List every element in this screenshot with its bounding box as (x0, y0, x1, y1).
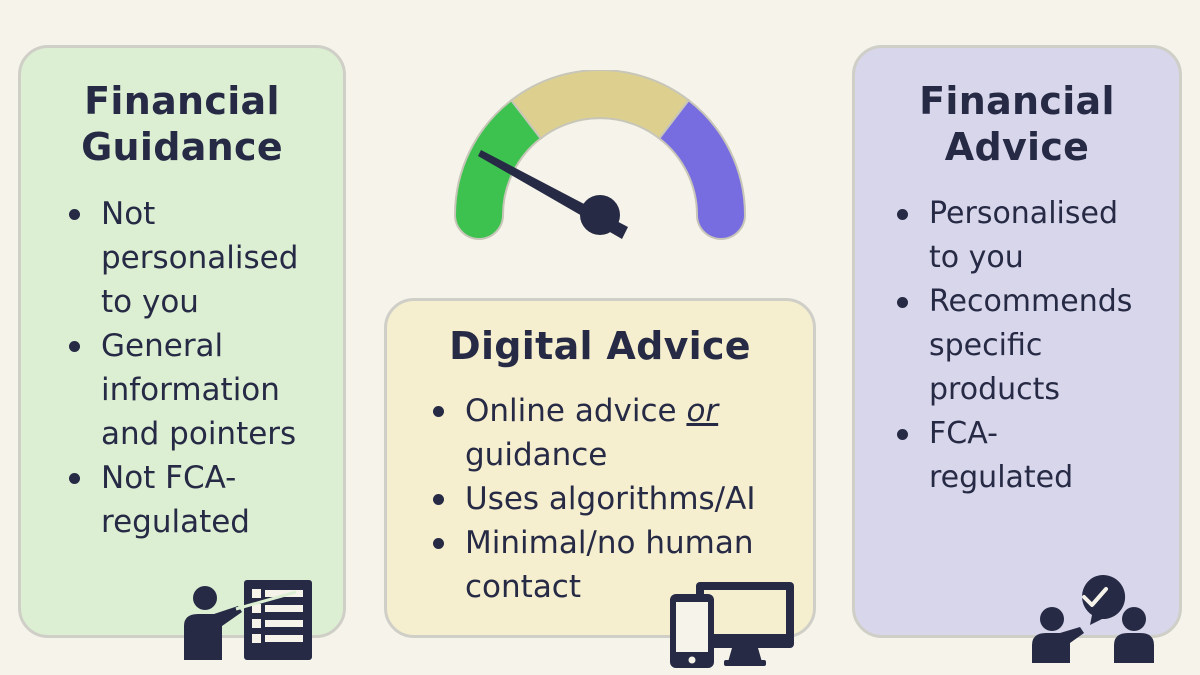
financial-advice-card: Financial Advice Personalised to you Rec… (852, 45, 1182, 638)
advice-title-line1: Financial (919, 79, 1115, 123)
bullet-text: regulated (929, 460, 1074, 495)
guidance-title-line1: Financial (84, 79, 280, 123)
bullet-text: Personalised (929, 196, 1118, 231)
advice-bullet: Personalised to you (885, 192, 1179, 280)
advice-title: Financial Advice (855, 78, 1179, 170)
consultation-people-icon (1032, 575, 1154, 663)
emphasis-or: or (686, 393, 719, 429)
bullet-text: information (101, 372, 280, 408)
advice-bullet: Recommends specific products (885, 280, 1179, 412)
digital-title: Digital Advice (449, 324, 751, 368)
digital-bullet: Uses algorithms/AI (421, 477, 813, 521)
bullet-text: to you (929, 240, 1024, 275)
bullet-text: Recommends (929, 284, 1133, 319)
advice-bullet-list: Personalised to you Recommends specific … (885, 192, 1179, 500)
digital-advice-card: Digital Advice Online advice or guidance… (384, 298, 816, 638)
guidance-title-line2: Guidance (81, 125, 283, 169)
bullet-text: Online advice (465, 393, 687, 429)
presenter-board-icon (184, 580, 312, 660)
gauge-segment-purple (657, 98, 747, 240)
digital-bullet: Online advice or guidance (421, 389, 813, 477)
gauge-segment-yellow (509, 70, 691, 140)
guidance-title: Financial Guidance (21, 78, 343, 170)
bullet-text: regulated (101, 504, 250, 540)
bullet-text: and pointers (101, 416, 297, 452)
bullet-text: Minimal/no human (465, 525, 754, 561)
bullet-text: General (101, 328, 224, 364)
advice-title-line2: Advice (944, 125, 1090, 169)
advice-bullet: FCA- regulated (885, 412, 1179, 500)
gauge-hub (580, 195, 620, 235)
bullet-text: contact (465, 569, 582, 605)
bullet-text: specific (929, 328, 1043, 363)
bullet-text: personalised (101, 240, 299, 276)
bullet-text: FCA- (929, 416, 998, 451)
guidance-bullet-list: Not personalised to you General informat… (57, 192, 343, 544)
bullet-text: Not (101, 196, 156, 232)
guidance-bullet: General information and pointers (57, 324, 343, 456)
guidance-bullet: Not FCA- regulated (57, 456, 343, 544)
guidance-bullet: Not personalised to you (57, 192, 343, 324)
financial-guidance-card: Financial Guidance Not personalised to y… (18, 45, 346, 638)
gauge-icon (453, 70, 747, 240)
phone-and-monitor-icon (670, 582, 794, 668)
bullet-text: to you (101, 284, 199, 320)
digital-bullet-list: Online advice or guidance Uses algorithm… (421, 389, 813, 609)
bullet-text: Uses algorithms/AI (465, 481, 756, 517)
gauge-segment-green (453, 98, 543, 240)
bullet-text: guidance (465, 437, 608, 473)
bullet-text: products (929, 372, 1061, 407)
bullet-text: Not FCA- (101, 460, 237, 496)
digital-bullet: Minimal/no human contact (421, 521, 813, 609)
